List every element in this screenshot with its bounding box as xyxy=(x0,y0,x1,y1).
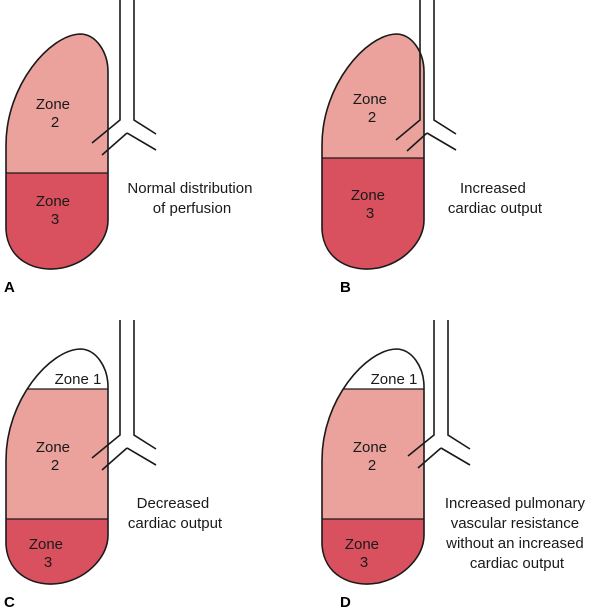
zone-2-label: Zone 2 xyxy=(353,439,391,474)
airway xyxy=(395,0,457,152)
panel-a: Zone 2 Zone 3 Normal distribution of per… xyxy=(4,0,256,296)
zone-2-region xyxy=(6,389,108,519)
zone-2-region xyxy=(322,389,424,519)
zone-3-label: Zone 3 xyxy=(36,193,74,228)
panel-letter: B xyxy=(340,279,351,296)
airway xyxy=(91,0,157,156)
panel-letter: A xyxy=(4,279,15,296)
airway xyxy=(407,320,471,469)
zone-3-region xyxy=(322,158,424,270)
zone-3-label: Zone 3 xyxy=(351,187,389,222)
zone-2-label: Zone 2 xyxy=(353,91,391,126)
panel-c: Zone 1 Zone 2 Zone 3 Decreased cardiac o… xyxy=(4,320,223,611)
zone-3-region xyxy=(322,519,424,585)
zone-1-label: Zone 1 xyxy=(55,371,102,388)
panel-caption: Decreased cardiac output xyxy=(128,495,223,532)
airway xyxy=(91,320,157,471)
zone-1-label: Zone 1 xyxy=(371,371,418,388)
panel-d: Zone 1 Zone 2 Zone 3 Increased pulmonary… xyxy=(321,320,589,611)
panel-caption: Increased pulmonary vascular resistance … xyxy=(445,495,589,572)
zone-3-region xyxy=(6,519,108,585)
zone-3-label: Zone 3 xyxy=(29,536,67,571)
zone-2-label: Zone 2 xyxy=(36,96,74,131)
panel-caption: Normal distribution of perfusion xyxy=(127,180,256,217)
zone-2-label: Zone 2 xyxy=(36,439,74,474)
zone-3-label: Zone 3 xyxy=(345,536,383,571)
panel-b: Zone 2 Zone 3 Increased cardiac output B xyxy=(321,0,543,296)
panel-caption: Increased cardiac output xyxy=(448,180,543,217)
panel-letter: C xyxy=(4,594,15,610)
zone-3-region xyxy=(6,173,108,270)
panel-letter: D xyxy=(340,594,351,610)
